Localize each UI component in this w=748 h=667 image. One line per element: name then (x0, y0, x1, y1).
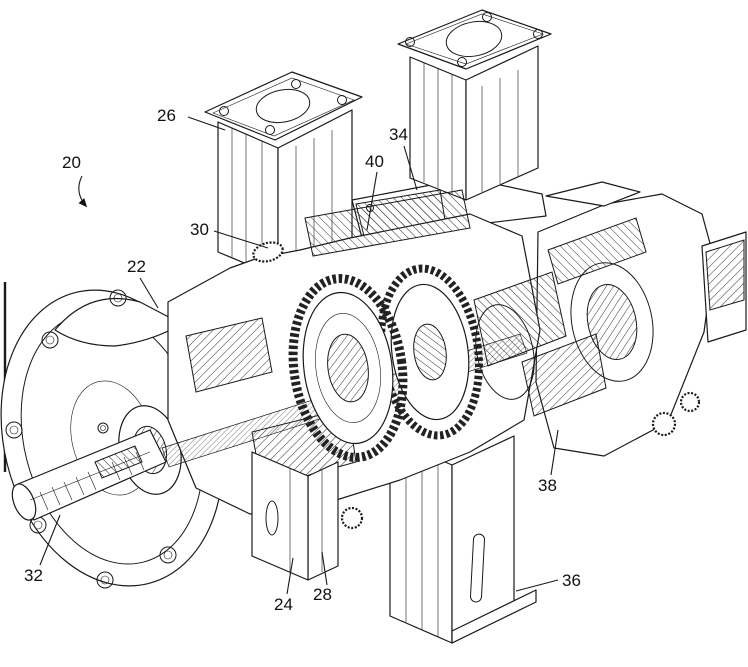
leg-slot (265, 500, 279, 536)
ref-label-28: 28 (313, 585, 332, 604)
ref-label-38: 38 (538, 476, 557, 495)
leg-slot (470, 533, 485, 603)
leader-lines (39, 116, 559, 595)
ref-label-22: 22 (127, 257, 146, 276)
gear-disc (288, 274, 408, 462)
ref-label-36: 36 (562, 571, 581, 590)
port-hole (445, 20, 503, 58)
bearing-nut-icon (252, 241, 284, 263)
ref-label-20: 20 (62, 153, 81, 172)
drive-shaft (11, 429, 167, 521)
leg-foot (451, 589, 537, 644)
adjuster-knob-icon (340, 506, 364, 530)
ref-label-40: 40 (365, 152, 384, 171)
leader-20-arrow (78, 175, 88, 208)
reference-labels: 20 22 24 26 28 30 32 34 36 38 40 (24, 106, 581, 614)
ref-label-34: 34 (389, 125, 408, 144)
ref-label-30: 30 (190, 220, 209, 239)
adjuster-knob-icon (679, 391, 701, 413)
ref-label-24: 24 (274, 595, 293, 614)
port-hole (255, 88, 311, 124)
adjuster-knob-icon (651, 411, 677, 437)
gear-stack (288, 264, 483, 462)
mounting-tower-right (397, 9, 552, 201)
shaft-collar (94, 445, 143, 479)
flange-lobe (54, 297, 183, 347)
ref-label-32: 32 (24, 566, 43, 585)
support-leg-right (389, 435, 537, 644)
rear-housing (535, 193, 747, 457)
support-leg-left (251, 451, 339, 581)
ref-label-26: 26 (157, 106, 176, 125)
shaft-splines (39, 451, 145, 511)
